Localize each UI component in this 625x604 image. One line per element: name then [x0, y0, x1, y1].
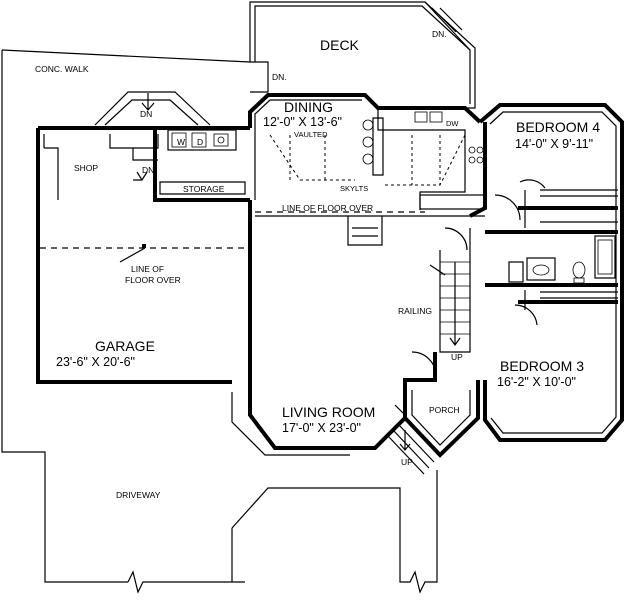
dryer-label: D: [197, 137, 203, 147]
laundry-bay: [94, 91, 211, 126]
bedroom4-dimension: 14'-0" X 9'-11": [515, 137, 593, 151]
bedroom3-dimension: 16'-2" X 10'-0": [497, 375, 576, 389]
bedroom3-label: BEDROOM 3: [500, 358, 584, 374]
room-labels: DECK DN. DN. CONC. WALK DN DN SHOP STORA…: [35, 29, 600, 500]
driveway-label: DRIVEWAY: [116, 490, 161, 500]
dining-label: DINING: [284, 99, 333, 115]
main-house: [248, 93, 624, 475]
site-lines: [1, 49, 438, 594]
garage-label: GARAGE: [95, 338, 155, 354]
vaulted-label: VAULTED: [294, 130, 328, 139]
living-room-label: LIVING ROOM: [282, 404, 375, 420]
porch-up-label: UP: [401, 457, 413, 467]
dining-dimension: 12'-0" X 13'-6": [263, 115, 342, 129]
garage-dimension: 23'-6" X 20'-6": [56, 355, 135, 369]
garage-block: [36, 126, 250, 384]
deck: [249, 1, 476, 109]
line-of-label: LINE OF: [131, 264, 164, 274]
living-room-dimension: 17'-0" X 23'-0": [282, 421, 361, 435]
deck-label: DECK: [320, 37, 360, 53]
shop-down-label: DN: [142, 165, 154, 175]
storage-label: STORAGE: [183, 184, 225, 194]
washer-label: W: [177, 137, 185, 147]
bedroom4-label: BEDROOM 4: [516, 119, 600, 135]
dishwasher-label: DW: [446, 119, 459, 128]
conc-walk-label: CONC. WALK: [35, 64, 89, 74]
floor-over-label: FLOOR OVER: [125, 275, 181, 285]
porch-label: PORCH: [429, 405, 460, 415]
deck-side-down-label: DN.: [272, 72, 287, 82]
line-floor-over-top-label: LINE OF FLOOR OVER: [282, 203, 373, 213]
deck-down-label: DN.: [432, 29, 447, 39]
railing-label: RAILING: [398, 306, 432, 316]
skylights-label: SKYLTS: [340, 184, 368, 193]
shop-label: SHOP: [74, 163, 98, 173]
stairs-up-label: UP: [451, 352, 463, 362]
front-down-label: DN: [140, 109, 152, 119]
